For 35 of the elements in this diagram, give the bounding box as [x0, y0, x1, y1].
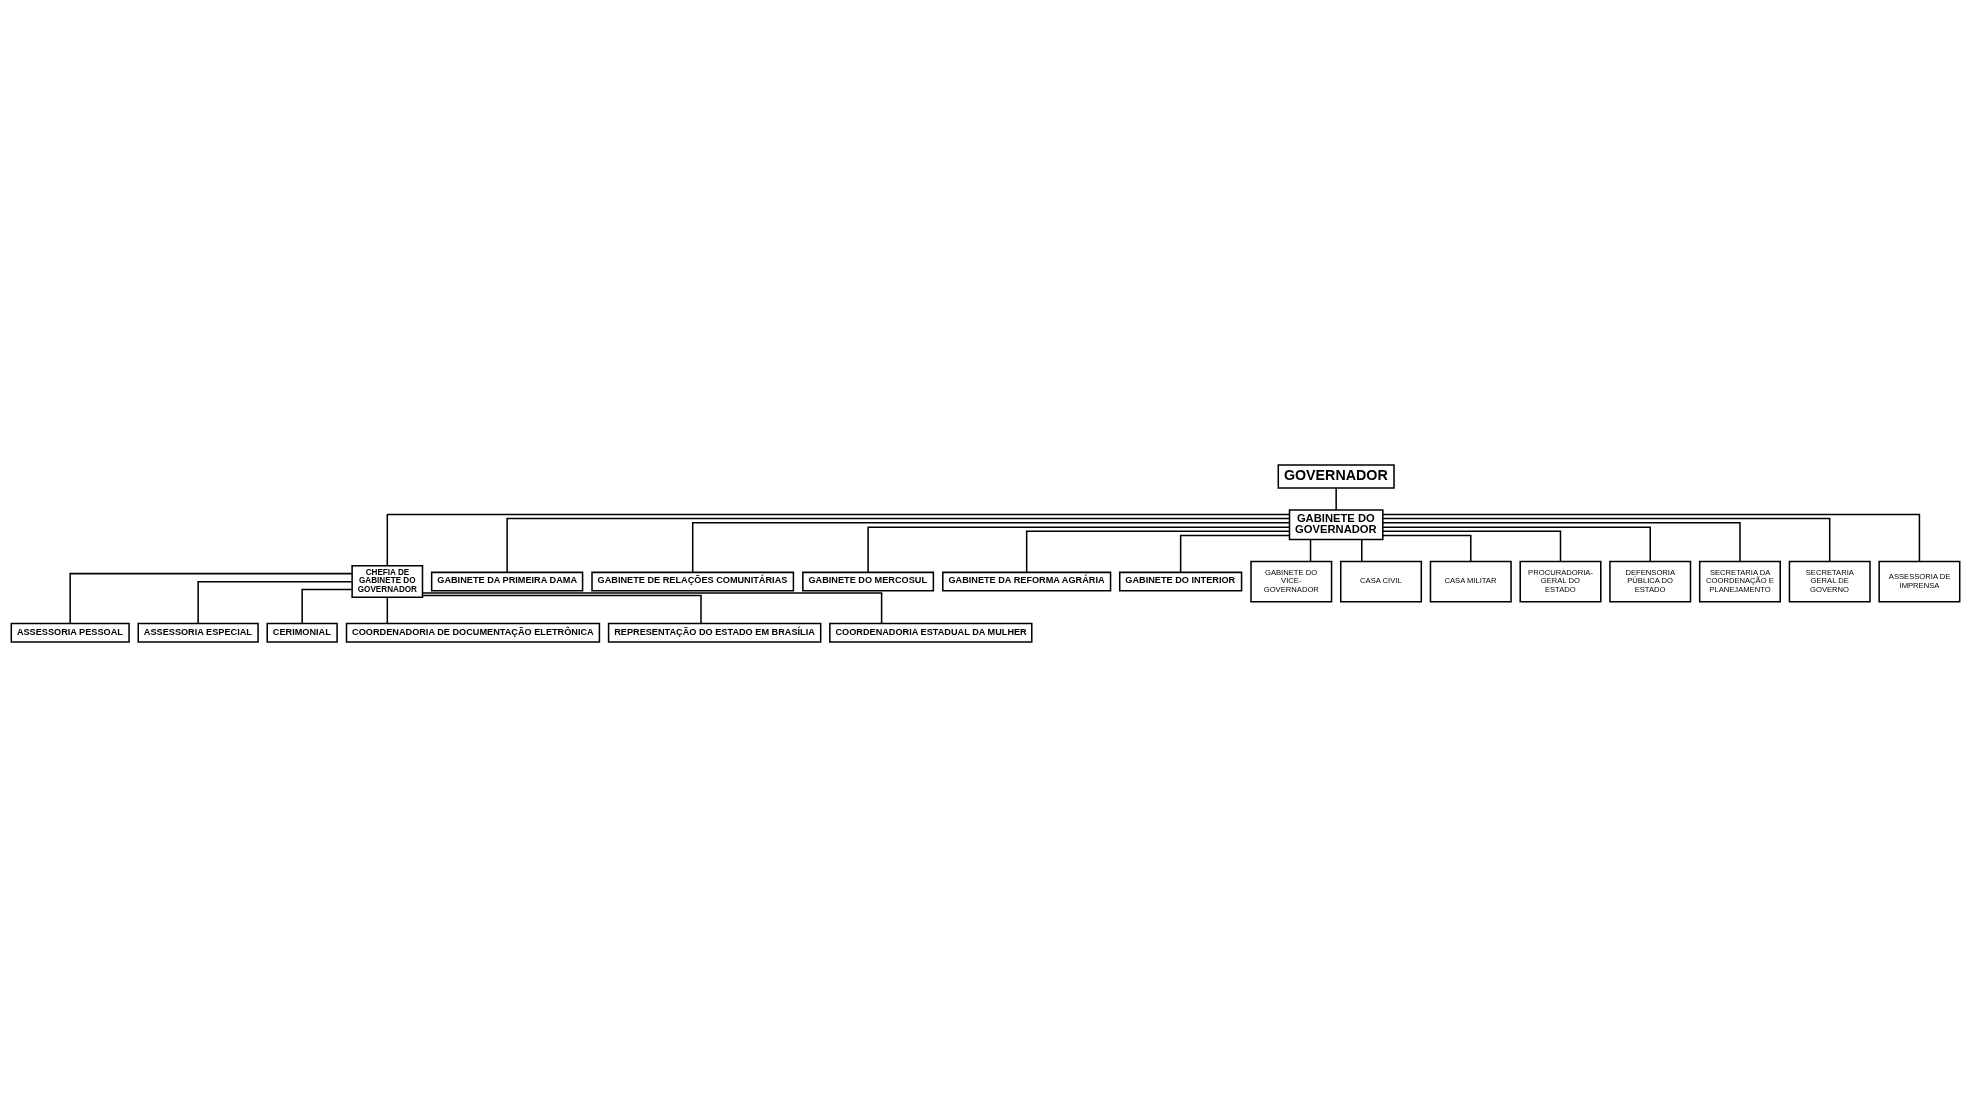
connector [421, 591, 882, 624]
node-box: COORDENADORIA DE DOCUMENTAÇÃO ELETRÔNICA [345, 622, 600, 643]
connector [1309, 538, 1311, 562]
node-box: CHEFIA DE GABINETE DO GOVERNADOR [350, 564, 423, 598]
connector [1381, 513, 1920, 562]
connector [1334, 486, 1337, 511]
connector [386, 513, 1290, 566]
node-box: CERIMONIAL [265, 622, 338, 643]
connector [68, 572, 353, 624]
node-box: ASSESSORIA ESPECIAL [136, 622, 259, 643]
node-box: GABINETE DA PRIMEIRA DAMA [430, 571, 583, 591]
connector [1360, 538, 1363, 562]
node-box: REPRESENTAÇÃO DO ESTADO EM BRASÍLIA [607, 622, 821, 643]
connector [1381, 530, 1561, 562]
node-box: GABINETE DE RELAÇÕES COMUNITÁRIAS [590, 571, 794, 591]
node-box: COORDENADORIA ESTADUAL DA MULHER [828, 622, 1033, 643]
connector [1025, 530, 1290, 573]
node-box: GOVERNADOR [1277, 463, 1395, 489]
connector [1381, 517, 1830, 562]
connector [300, 588, 353, 624]
connector [386, 596, 388, 624]
node-box: GABINETE DO INTERIOR [1118, 571, 1242, 591]
connector [1381, 525, 1651, 562]
node-box: GABINETE DO MERCOSUL [801, 571, 934, 591]
connector [691, 521, 1290, 573]
connector [1381, 534, 1472, 562]
node-box: GABINETE DA REFORMA AGRÁRIA [941, 571, 1111, 591]
connector [196, 580, 353, 624]
connector [505, 517, 1290, 573]
connector [1179, 534, 1290, 573]
connector [421, 594, 702, 624]
connector [1381, 521, 1741, 562]
connector [866, 525, 1290, 573]
node-box: GABINETE DO GOVERNADOR [1288, 508, 1384, 540]
node-box: ASSESSORIA PESSOAL [10, 622, 130, 643]
